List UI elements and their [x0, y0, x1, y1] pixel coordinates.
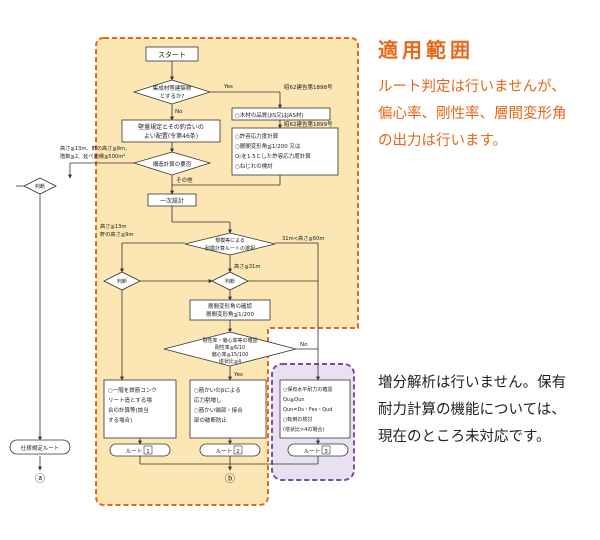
route-2-badge [233, 445, 243, 455]
decision-large-wood-line2: とするか? [160, 93, 185, 100]
connectors [16, 61, 320, 471]
checks-line3: 偏心率≦15/100 [212, 351, 249, 358]
primary-design-box [147, 193, 197, 207]
checks-line1: 剛性率・偏心率等の確認 [202, 337, 257, 344]
route-3-number: 3 [324, 449, 328, 455]
scope-note-line3: の出力は行います。 [378, 133, 508, 149]
bracing-line2: 応力割増し [194, 396, 222, 404]
allowable-stress-box [231, 127, 339, 176]
incremental-note-line1: 増分解析は行いません。保有 [378, 375, 567, 391]
horizontal-capacity-box [279, 379, 351, 439]
yes-label-1: Yes [223, 84, 233, 90]
cond-small-line2: 階数≦2、延べ面積≦500m² [60, 152, 125, 160]
route-selection-line1: 規模等による [215, 237, 245, 244]
incremental-note-line2: 耐力計算の機能については、 [378, 402, 566, 418]
capacity-line5: (塔状比>4の場合) [283, 426, 324, 433]
rc-line2: リート造とする場 [108, 396, 152, 404]
terminal-a: ⓐ [35, 473, 45, 485]
scope-note: ルート判定は行いませんが、 偏心率、剛性率、層間変形角 の出力は行います。 [378, 74, 567, 155]
spec-route-label: 仕様規定ルート [21, 444, 60, 452]
decision-large-wood [132, 79, 212, 105]
route-selection-line2: 耐震計算ルートの選択 [205, 245, 255, 252]
decision-structural-calc [132, 151, 212, 176]
rc-line3: 合の計算等(該当 [108, 406, 149, 414]
wall-layout-line2: よい配置(令第46条) [144, 132, 198, 140]
cond-small-line1: 高さ≦13m、軒の高さ≦9m、 [60, 144, 130, 152]
other-label: その他 [176, 176, 193, 184]
route-3-badge [321, 445, 331, 455]
allowable-line1: ○許容応力度計算 [235, 132, 279, 140]
bracing-line3: ○筋かい端部・接合 [194, 406, 243, 414]
route-3-text: ルート [304, 449, 321, 455]
drift-check-line2: 層間変形角≦1/200 [206, 310, 254, 318]
route-1-text: ルート [126, 449, 143, 455]
rc-line4: する場合) [108, 416, 132, 424]
allowable-line4: ○ねじれの検討 [235, 162, 273, 170]
judge-2-label: 判断 [225, 278, 235, 285]
rc-calc-box [103, 379, 177, 439]
allowable-line3: Q₀を1.5とした許容応力度計算 [235, 152, 311, 160]
start-box [145, 46, 199, 62]
capacity-line1: ○保有水平耐力の確認 [283, 386, 332, 393]
judge-left-label: 判断 [35, 183, 45, 190]
route-3-pill [287, 443, 349, 457]
route-1-pill [109, 443, 171, 457]
cond-mid-line1: 高さ≦13m [100, 222, 126, 230]
wall-layout-line1: 壁量規定とその釣合いの [138, 123, 204, 131]
route-2-pill [199, 443, 261, 457]
checks-line4: 塔状比≦4 [219, 358, 241, 365]
decision-judge-1 [103, 271, 141, 291]
route-1-number: 1 [146, 449, 150, 455]
material-box [231, 107, 331, 121]
checks-line2: 剛性率≧6/10 [215, 344, 245, 351]
start-label: スタート [158, 50, 186, 59]
scope-note-line1: ルート判定は行いませんが、 [378, 79, 566, 95]
material-label: ○木材の品質(JIS又はJAS材) [235, 111, 304, 119]
decision-large-wood-line1: 集成材等建築物 [153, 84, 192, 92]
decision-judge-left [23, 177, 57, 195]
capacity-line2: Qu≧Qun [283, 397, 305, 403]
scope-heading: 適用範囲 [378, 38, 474, 62]
incremental-note: 増分解析は行いません。保有 耐力計算の機能については、 現在のところ未対応です。 [378, 370, 566, 451]
decision-stiffness-eccentricity [163, 331, 297, 367]
primary-design-label: 一次設計 [160, 197, 184, 205]
decision-judge-2 [211, 271, 249, 291]
decision-structural-calc-label: 構造計算の要否 [153, 160, 192, 168]
cond-31-label: 高さ≦31m [234, 262, 260, 270]
capacity-line4: ○転倒の検討 [283, 416, 312, 423]
route-2-text: ルート [216, 449, 233, 455]
yes-label-2: Yes [233, 372, 243, 378]
drift-check-box [189, 299, 271, 321]
cond-range-label: 31m<高さ≦60m [282, 234, 324, 242]
decision-route-selection [184, 232, 276, 256]
bracing-line4: 部の破断防止 [194, 416, 228, 424]
ref-1899-label: 昭62建告第1899号 [284, 120, 333, 128]
bracing-stress-box [189, 379, 267, 439]
no-label-2: No [300, 342, 308, 348]
allowable-line2: ○層間変形角≦1/200 又は [235, 142, 301, 150]
spec-route-pill [9, 439, 71, 455]
capacity-line3: Qun=Ds・Fes・Qud [283, 407, 332, 413]
wall-layout-box [121, 119, 221, 143]
bracing-line1: ○筋かいのβによる [194, 386, 241, 394]
ref-1898-label: 昭62建告第1898号 [284, 83, 333, 91]
route-1-badge [143, 445, 153, 455]
scope-note-line2: 偏心率、剛性率、層間変形角 [378, 106, 567, 122]
terminal-b: ⓑ [225, 473, 235, 485]
cond-mid-line2: 軒の高さ≦9m [100, 230, 133, 238]
incremental-note-line3: 現在のところ未対応です。 [378, 429, 551, 445]
drift-check-line1: 層間変形角の確認 [208, 302, 253, 310]
no-label-1: No [175, 109, 183, 115]
route-2-number: 2 [236, 449, 240, 455]
judge-1-label: 判断 [117, 278, 127, 285]
rc-line1: ○一階を鉄筋コンク [108, 386, 157, 394]
